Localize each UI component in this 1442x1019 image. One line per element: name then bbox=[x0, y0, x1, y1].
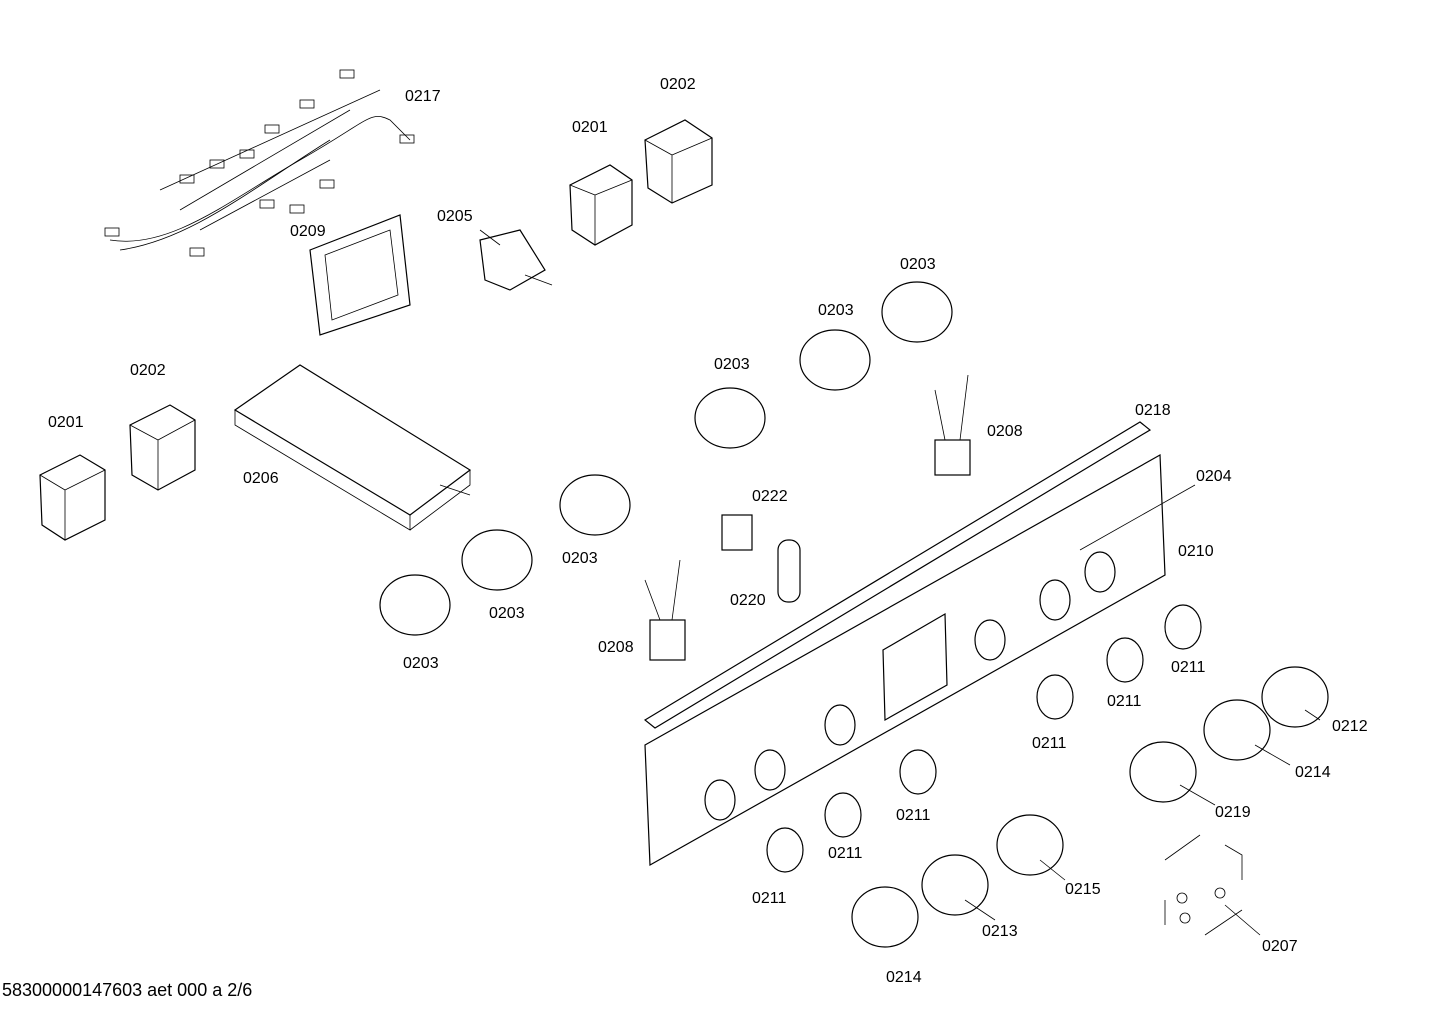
part-label: 0207 bbox=[1262, 938, 1298, 955]
rings-0211 bbox=[766, 604, 1202, 873]
switch-0201-top bbox=[569, 164, 633, 246]
module-frame-0209 bbox=[309, 214, 411, 336]
switch-0202-top bbox=[644, 119, 713, 204]
part-label: 0222 bbox=[752, 488, 788, 505]
part-label: 0201 bbox=[48, 414, 84, 431]
part-label: 0211 bbox=[752, 890, 787, 907]
part-label: 0211 bbox=[828, 845, 863, 862]
part-label: 0220 bbox=[730, 592, 766, 609]
part-label: 0203 bbox=[562, 550, 598, 567]
control-panel-0210 bbox=[643, 421, 1166, 867]
part-label: 0203 bbox=[900, 256, 936, 273]
knobs bbox=[851, 666, 1329, 948]
part-label: 0205 bbox=[437, 208, 473, 225]
part-label: 0219 bbox=[1215, 804, 1251, 821]
part-label: 0211 bbox=[1171, 659, 1206, 676]
part-label: 0215 bbox=[1065, 881, 1101, 898]
part-label: 0210 bbox=[1178, 543, 1214, 560]
part-label: 0206 bbox=[243, 470, 279, 487]
part-label: 0203 bbox=[403, 655, 439, 672]
part-label: 0218 bbox=[1135, 402, 1171, 419]
part-label: 0202 bbox=[660, 76, 696, 93]
selector-0205 bbox=[479, 229, 553, 291]
screws-0207 bbox=[1164, 834, 1243, 936]
part-label: 0209 bbox=[290, 223, 326, 240]
switch-block-0206 bbox=[233, 364, 472, 531]
drawing-number: 58300000147603 aet 000 a 2/6 bbox=[2, 980, 253, 1000]
part-label: 0214 bbox=[886, 969, 922, 986]
part-label: 0204 bbox=[1196, 468, 1232, 485]
part-label: 0203 bbox=[818, 302, 854, 319]
switch-0202-left bbox=[129, 404, 196, 491]
part-label: 0211 bbox=[896, 807, 931, 824]
switch-0201-left bbox=[39, 454, 106, 541]
part-label: 0214 bbox=[1295, 764, 1331, 781]
wiring-harness-0217 bbox=[104, 69, 415, 257]
part-label: 0208 bbox=[598, 639, 634, 656]
part-label: 0203 bbox=[714, 356, 750, 373]
holder-0220 bbox=[777, 539, 801, 603]
leader-lines bbox=[479, 229, 1321, 936]
part-label: 0217 bbox=[405, 88, 441, 105]
part-label: 0213 bbox=[982, 923, 1018, 940]
bracket-0222 bbox=[721, 514, 753, 551]
part-label: 0202 bbox=[130, 362, 166, 379]
part-label: 0212 bbox=[1332, 718, 1368, 735]
part-label: 0208 bbox=[987, 423, 1023, 440]
part-label: 0203 bbox=[489, 605, 525, 622]
part-label: 0211 bbox=[1032, 735, 1067, 752]
part-label: 0211 bbox=[1107, 693, 1142, 710]
part-label: 0201 bbox=[572, 119, 608, 136]
sensors-0208 bbox=[644, 374, 971, 661]
rings-0203 bbox=[379, 281, 953, 636]
